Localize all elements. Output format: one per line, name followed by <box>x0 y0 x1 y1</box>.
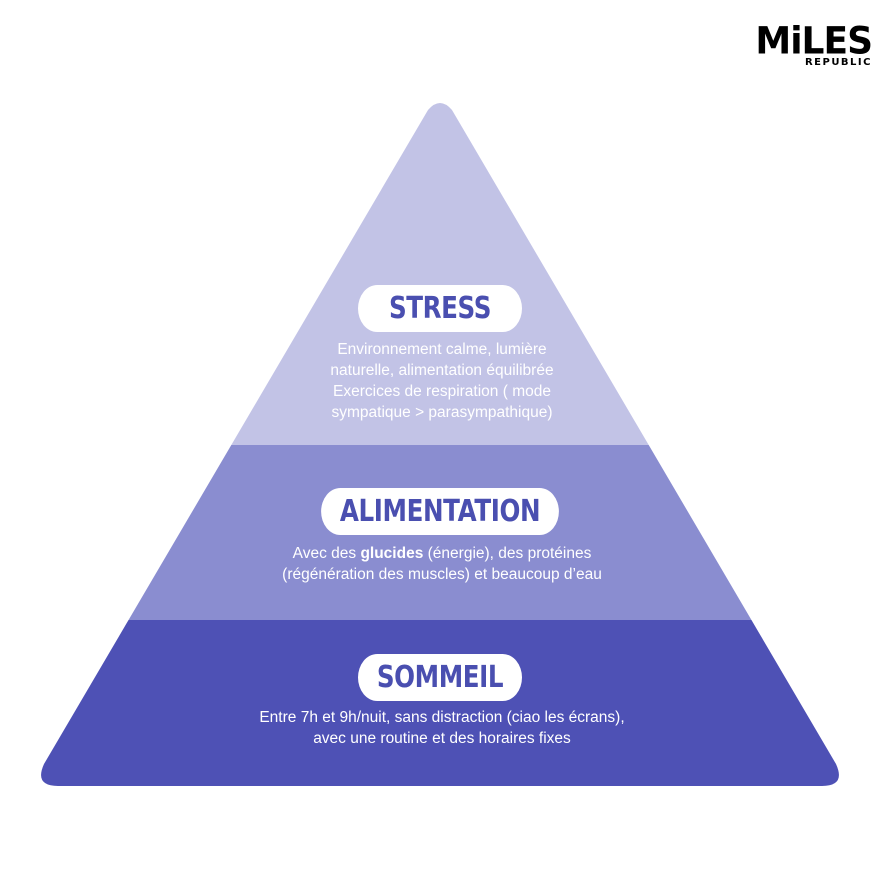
desc-line: Avec des glucides (énergie), des protéin… <box>212 543 672 564</box>
brand-logo-main: MiLES <box>755 19 873 63</box>
level-title-alimentation: ALIMENTATION <box>321 488 559 535</box>
brand-logo: MiLES REPUBLIC <box>755 19 873 68</box>
level-desc-alimentation: Avec des glucides (énergie), des protéin… <box>212 543 672 585</box>
desc-line: Exercices de respiration ( mode <box>333 383 551 400</box>
desc-line: avec une routine et des horaires fixes <box>313 730 571 747</box>
level-desc-sommeil: Entre 7h et 9h/nuit, sans distraction (c… <box>152 707 732 749</box>
brand-logo-sub: REPUBLIC <box>804 57 872 68</box>
level-title-sommeil: SOMMEIL <box>358 654 522 701</box>
level-title-stress-text: STRESS <box>388 291 492 326</box>
desc-line: naturelle, alimentation équilibrée <box>330 362 554 379</box>
desc-text: Avec des <box>292 545 361 562</box>
level-title-stress: STRESS <box>358 285 522 332</box>
level-title-alimentation-text: ALIMENTATION <box>339 494 541 529</box>
desc-line: (régénération des muscles) et beaucoup d… <box>282 566 602 583</box>
level-title-sommeil-text: SOMMEIL <box>376 660 504 695</box>
desc-bold-text: glucides <box>360 545 424 562</box>
desc-text: (énergie), des protéines <box>423 545 592 562</box>
desc-line: Environnement calme, lumière <box>337 341 547 358</box>
desc-line: Entre 7h et 9h/nuit, sans distraction (c… <box>259 709 625 726</box>
desc-line: sympatique > parasympathique) <box>331 404 553 421</box>
pyramid-level-bottom <box>41 620 839 786</box>
level-desc-stress: Environnement calme, lumière naturelle, … <box>262 339 622 423</box>
